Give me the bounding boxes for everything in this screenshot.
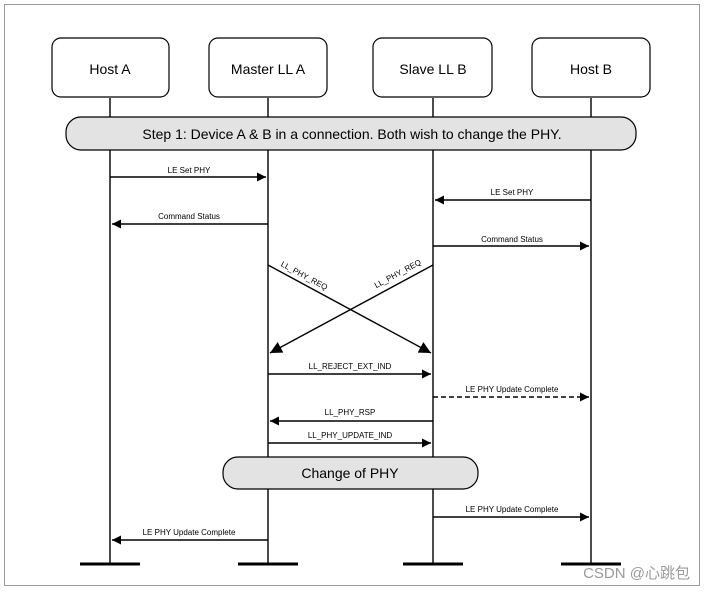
message-label: LE PHY Update Complete: [466, 505, 559, 514]
step1-banner: Step 1: Device A & B in a connection. Bo…: [65, 116, 637, 151]
participant-label: Slave LL B: [399, 61, 466, 77]
watermark-text: CSDN @心跳包: [583, 565, 690, 582]
participant-master-ll-a: Master LL A: [208, 37, 328, 98]
participant-label: Host B: [570, 61, 612, 77]
message-label: LE PHY Update Complete: [466, 385, 559, 394]
message-le-set-phy-b: LE Set PHY: [435, 188, 591, 205]
message-command-status-b: Command Status: [433, 235, 589, 251]
message-command-status-a: Command Status: [112, 212, 268, 229]
message-label: LE PHY Update Complete: [143, 528, 236, 537]
message-label: LE Set PHY: [168, 166, 211, 175]
participant-host-b: Host B: [531, 37, 651, 98]
message-label: LL_PHY_REQ: [373, 258, 423, 290]
change-phy-banner-text: Change of PHY: [301, 465, 399, 481]
message-le-phy-update-complete-dashed: LE PHY Update Complete: [433, 385, 589, 402]
figure-frame: [4, 4, 700, 586]
message-label: Command Status: [481, 235, 543, 244]
participant-host-a: Host A: [51, 37, 170, 98]
message-label: LE Set PHY: [491, 188, 534, 197]
message-le-phy-update-complete-a: LE PHY Update Complete: [112, 528, 268, 545]
message-ll-phy-rsp: LL_PHY_RSP: [270, 408, 433, 426]
change-phy-banner: Change of PHY: [222, 456, 479, 490]
participant-slave-ll-b: Slave LL B: [372, 37, 493, 98]
participant-label: Master LL A: [231, 61, 306, 77]
message-ll-phy-update-ind: LL_PHY_UPDATE_IND: [268, 431, 431, 448]
message-label: LL_PHY_RSP: [325, 408, 376, 417]
message-le-set-phy-a: LE Set PHY: [110, 166, 266, 182]
message-label: Command Status: [158, 212, 220, 221]
message-label: LL_REJECT_EXT_IND: [309, 362, 392, 371]
message-label: LL_PHY_UPDATE_IND: [308, 431, 393, 440]
participant-label: Host A: [89, 61, 131, 77]
message-ll-reject-ext-ind: LL_REJECT_EXT_IND: [268, 362, 431, 379]
step1-banner-text: Step 1: Device A & B in a connection. Bo…: [142, 126, 561, 142]
message-le-phy-update-complete-b: LE PHY Update Complete: [433, 505, 589, 522]
